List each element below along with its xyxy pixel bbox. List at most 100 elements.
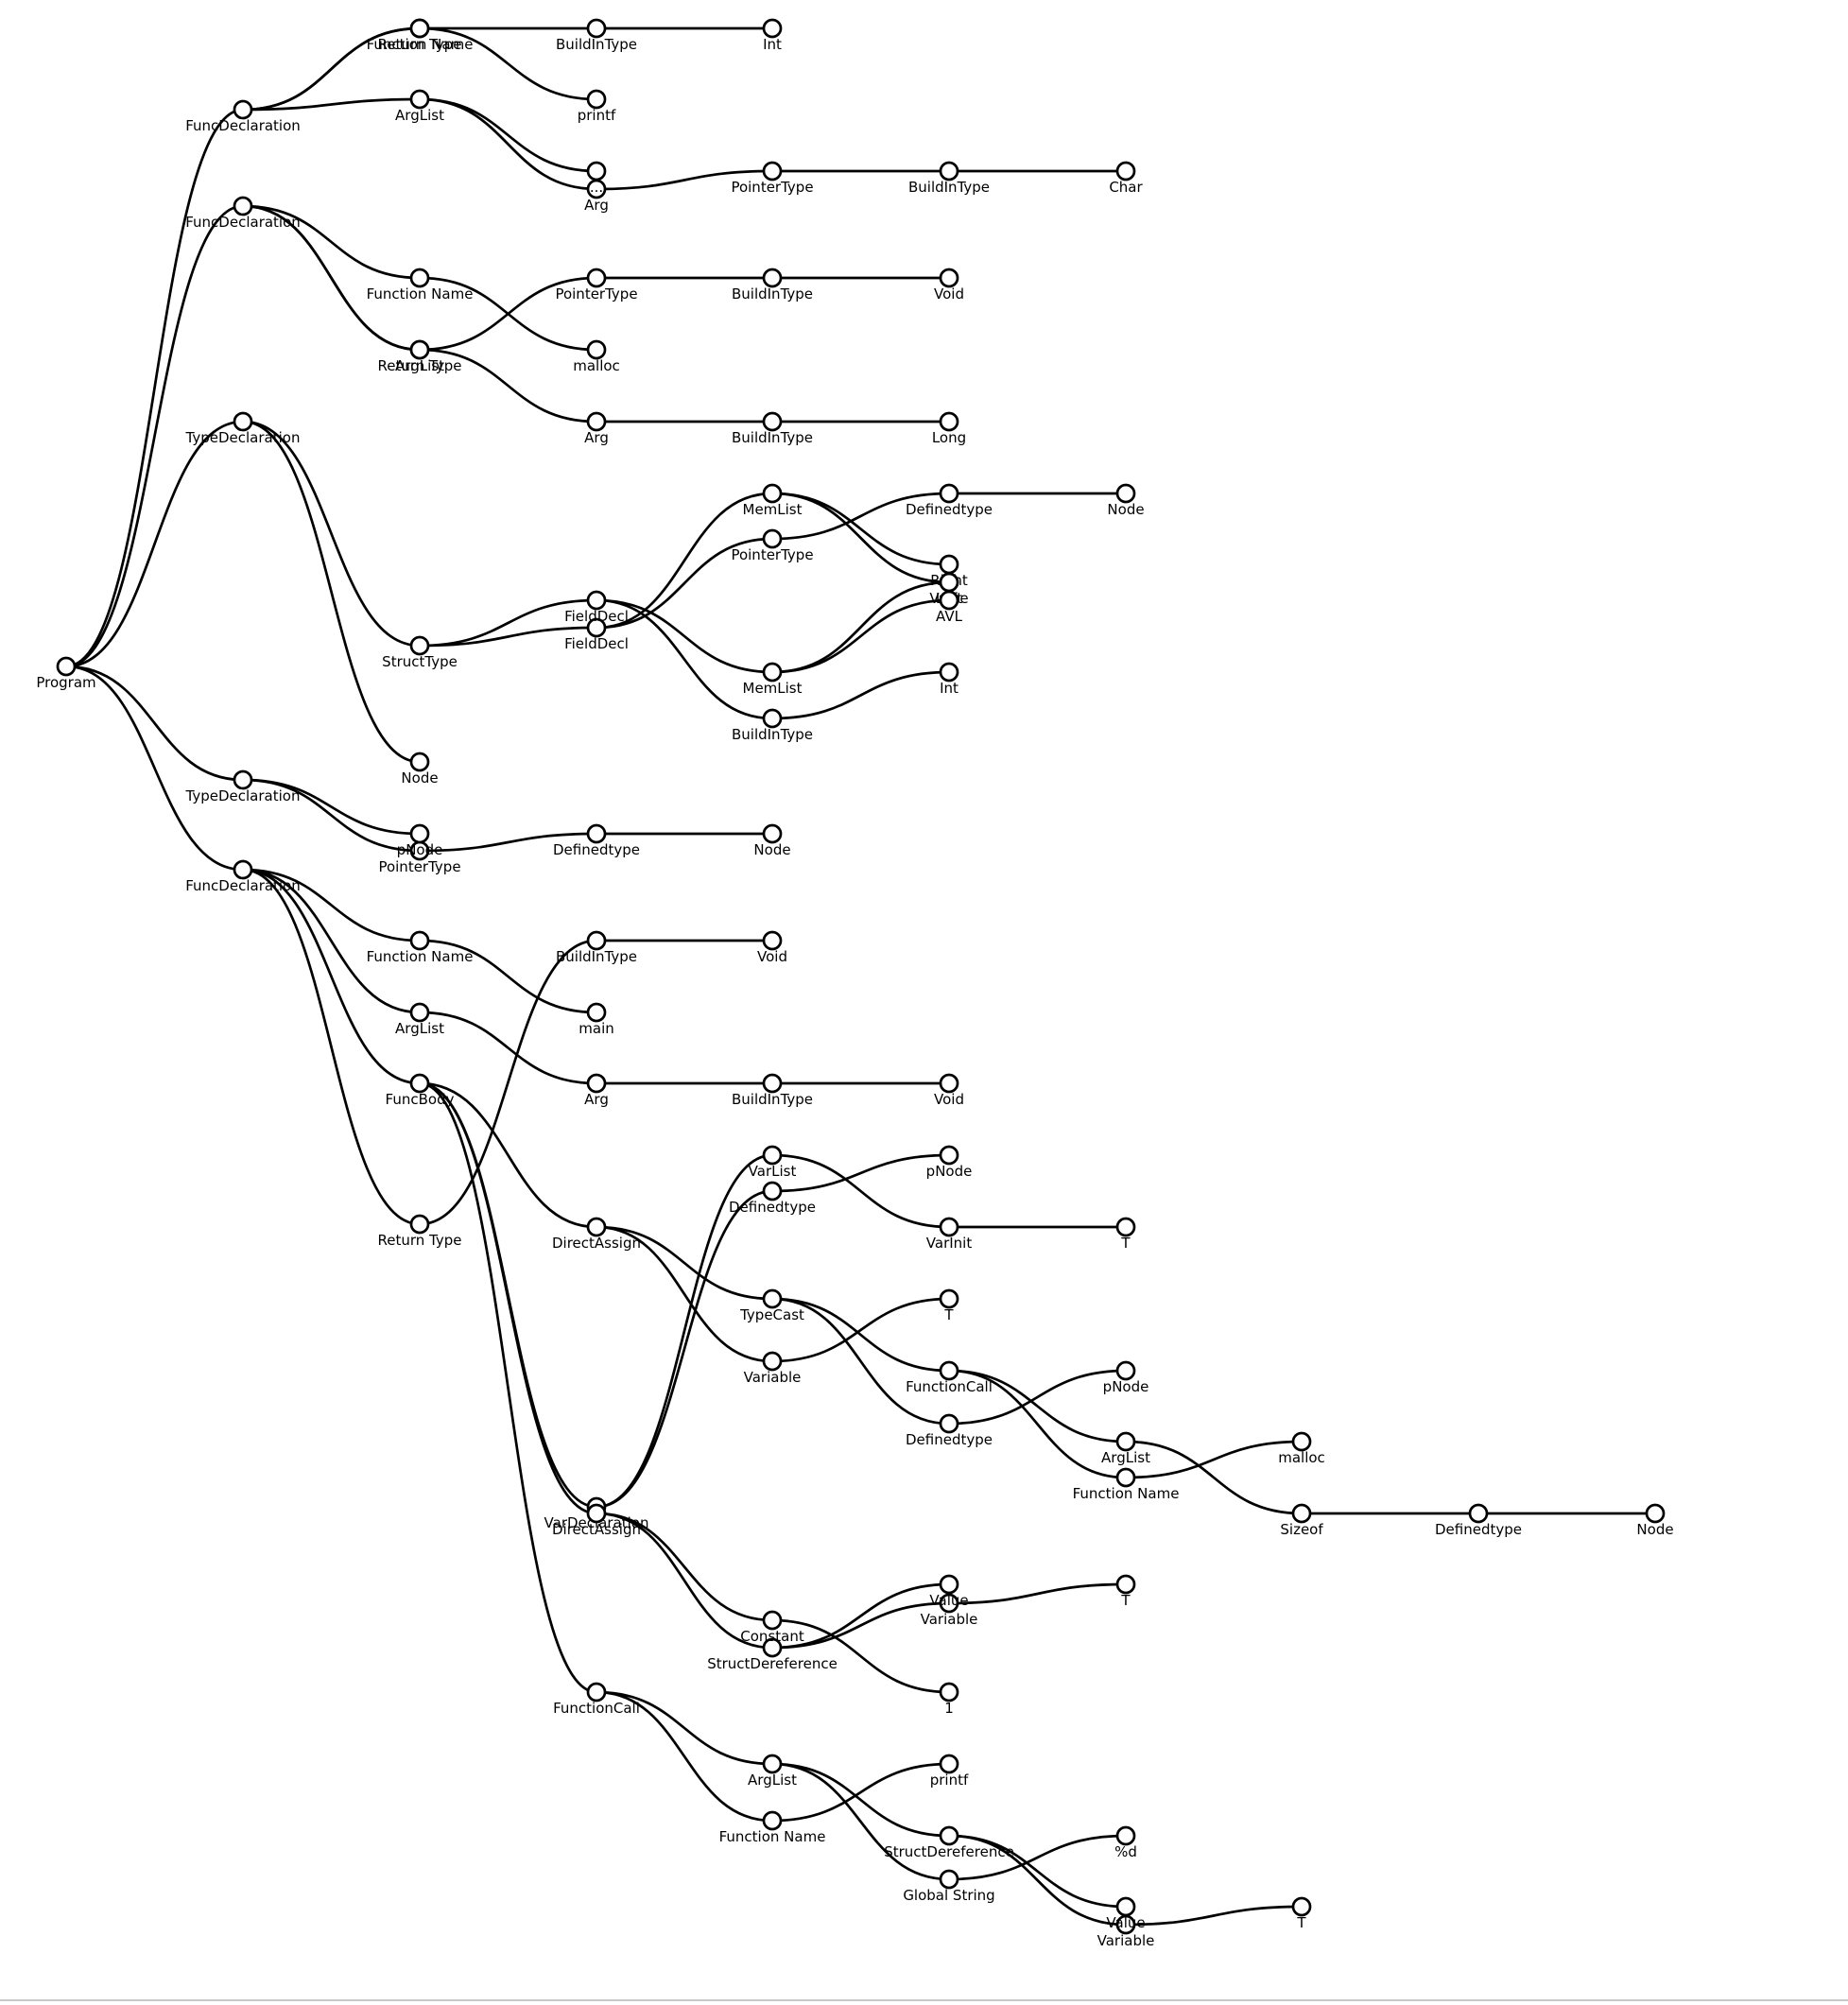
tree-node-function-name[interactable]: Function Name [1073, 1467, 1180, 1502]
node-circle[interactable] [762, 1351, 783, 1372]
tree-node-arglist[interactable]: ArgList [395, 1002, 444, 1037]
tree-node-arglist[interactable]: ArgList [395, 339, 444, 374]
node-circle[interactable] [1115, 1574, 1136, 1595]
tree-node-void[interactable]: Void [757, 930, 787, 965]
tree-node-variable[interactable]: Variable [921, 1593, 978, 1628]
node-circle[interactable] [586, 18, 607, 39]
tree-node-node[interactable]: Node [1107, 483, 1145, 518]
node-circle[interactable] [586, 89, 607, 110]
tree-node-funcdeclaration[interactable]: FuncDeclaration [185, 99, 301, 134]
tree-node-void[interactable]: Void [934, 1073, 964, 1108]
tree-node-variable[interactable]: Variable [1097, 1914, 1155, 1949]
tree-node-constant[interactable]: Constant [740, 1610, 804, 1645]
node-circle[interactable] [762, 1637, 783, 1658]
node-circle[interactable] [1291, 1896, 1312, 1917]
node-circle[interactable] [762, 1754, 783, 1774]
tree-node-pointertype[interactable]: PointerType [378, 840, 461, 875]
tree-node-variable[interactable]: Variable [744, 1351, 802, 1386]
node-circle[interactable] [586, 930, 607, 951]
tree-node-functioncall[interactable]: FunctionCall [553, 1682, 640, 1717]
tree-node-definedtype[interactable]: Definedtype [553, 823, 640, 858]
tree-node-sizeof[interactable]: Sizeof [1280, 1503, 1323, 1538]
node-circle[interactable] [409, 1002, 430, 1023]
tree-node-function-name[interactable]: Function Name [719, 1810, 826, 1845]
tree-node-buildintype[interactable]: BuildInType [556, 18, 637, 53]
node-circle[interactable] [1645, 1503, 1666, 1524]
node-circle[interactable] [586, 1073, 607, 1094]
tree-node-fielddecl[interactable]: FieldDecl [564, 590, 629, 625]
node-circle[interactable] [1115, 1217, 1136, 1237]
node-circle[interactable] [939, 572, 959, 593]
node-circle[interactable] [586, 590, 607, 611]
node-circle[interactable] [409, 268, 430, 288]
tree-node-void[interactable]: Void [934, 268, 964, 302]
node-circle[interactable] [586, 1217, 607, 1237]
node-circle[interactable] [939, 1217, 959, 1237]
node-circle[interactable] [762, 1181, 783, 1201]
node-circle[interactable] [409, 930, 430, 951]
node-circle[interactable] [233, 411, 253, 432]
node-circle[interactable] [586, 268, 607, 288]
tree-node-buildintype[interactable]: BuildInType [732, 1073, 813, 1108]
tree-node-node[interactable]: Node [1636, 1503, 1674, 1538]
node-circle[interactable] [409, 18, 430, 39]
tree-node-varlist[interactable]: VarList [749, 1145, 797, 1180]
node-circle[interactable] [409, 339, 430, 360]
node-circle[interactable] [939, 268, 959, 288]
node-circle[interactable] [762, 528, 783, 549]
node-circle[interactable] [762, 1810, 783, 1831]
node-circle[interactable] [586, 339, 607, 360]
tree-node-function-name[interactable]: Function Name [367, 18, 474, 53]
node-circle[interactable] [1115, 1467, 1136, 1488]
tree-node-global-string[interactable]: Global String [903, 1869, 995, 1904]
node-circle[interactable] [939, 1413, 959, 1434]
node-circle[interactable] [939, 1825, 959, 1846]
tree-node-pointertype[interactable]: PointerType [731, 161, 814, 196]
tree-node-buildintype[interactable]: BuildInType [732, 268, 813, 302]
tree-node-pnode[interactable]: pNode [397, 823, 443, 858]
tree-node-pnode[interactable]: pNode [926, 1145, 973, 1180]
tree-node-funcdeclaration[interactable]: FuncDeclaration [185, 196, 301, 231]
node-circle[interactable] [1291, 1503, 1312, 1524]
node-circle[interactable] [586, 617, 607, 638]
node-circle[interactable] [1468, 1503, 1489, 1524]
tree-node-printf[interactable]: printf [578, 89, 616, 124]
tree-node-return-type[interactable]: Return Type [378, 1214, 462, 1249]
node-circle[interactable] [762, 1073, 783, 1094]
tree-node-arglist[interactable]: ArgList [748, 1754, 797, 1789]
node-circle[interactable] [586, 161, 607, 181]
tree-node-arg[interactable]: Arg [584, 411, 609, 446]
node-circle[interactable] [939, 483, 959, 504]
node-circle[interactable] [586, 1503, 607, 1524]
tree-node-value[interactable]: Value [929, 1574, 969, 1609]
tree-node-funcdeclaration[interactable]: FuncDeclaration [185, 859, 301, 894]
tree-node-buildintype[interactable]: BuildInType [908, 161, 990, 196]
tree-node-directassign[interactable]: DirectAssign [552, 1503, 641, 1538]
tree-node-value[interactable]: Value [1106, 1896, 1146, 1931]
tree-node-malloc[interactable]: malloc [1278, 1431, 1325, 1466]
node-circle[interactable] [939, 1073, 959, 1094]
node-circle[interactable] [939, 662, 959, 683]
node-circle[interactable] [939, 1145, 959, 1166]
tree-node-memlist[interactable]: MemList [742, 662, 803, 697]
tree-node-t[interactable]: T [939, 1288, 959, 1323]
node-circle[interactable] [762, 930, 783, 951]
tree-node-malloc[interactable]: malloc [573, 339, 620, 374]
tree-node-d[interactable]: %d [1114, 1825, 1137, 1860]
tree-node-arg[interactable]: Arg [584, 1073, 609, 1108]
node-circle[interactable] [762, 1145, 783, 1166]
node-circle[interactable] [762, 823, 783, 844]
tree-node-memlist[interactable]: MemList [742, 483, 803, 518]
tree-node-structdereference[interactable]: StructDereference [884, 1825, 1014, 1860]
node-circle[interactable] [586, 823, 607, 844]
tree-node-pnode[interactable]: pNode [1103, 1360, 1149, 1395]
tree-node-funcbody[interactable]: FuncBody [386, 1073, 455, 1108]
node-circle[interactable] [939, 1754, 959, 1774]
tree-node-arglist[interactable]: ArgList [1101, 1431, 1150, 1466]
tree-node-definedtype[interactable]: Definedtype [906, 483, 993, 518]
tree-node-typecast[interactable]: TypeCast [739, 1288, 804, 1323]
node-circle[interactable] [762, 662, 783, 683]
tree-node-long[interactable]: Long [932, 411, 966, 446]
node-circle[interactable] [586, 1682, 607, 1703]
tree-node-1[interactable]: 1 [939, 1682, 959, 1717]
